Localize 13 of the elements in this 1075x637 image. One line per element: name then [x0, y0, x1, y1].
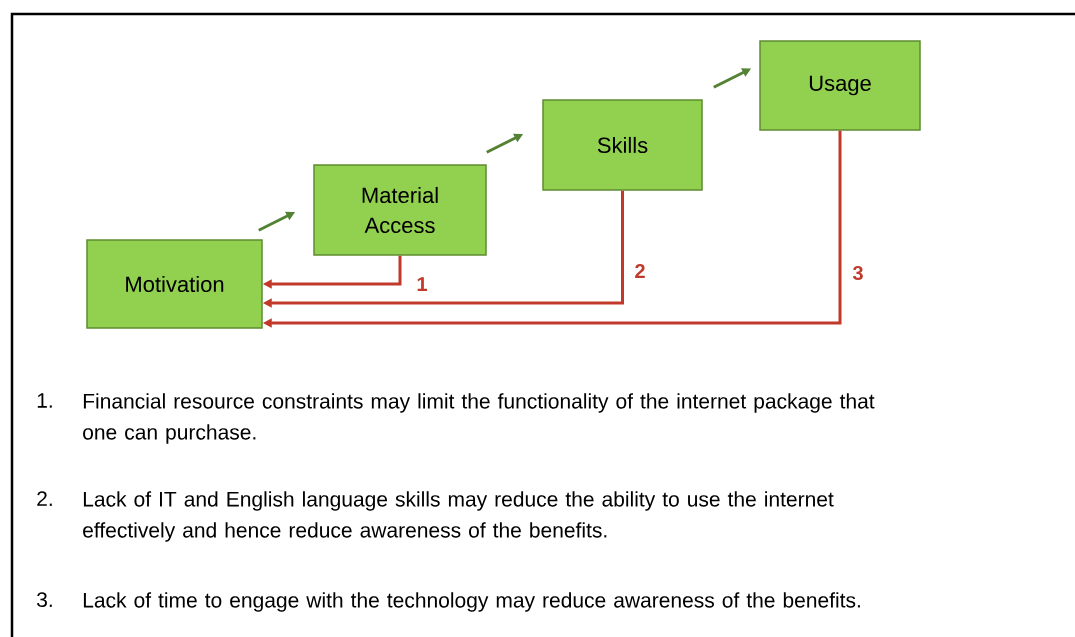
list-number: 3.	[37, 592, 52, 608]
list-number: 1.	[37, 393, 52, 408]
edge-label: 1	[417, 277, 427, 291]
edge-label: 2	[635, 264, 645, 278]
process-box: Skills	[542, 99, 703, 191]
note-text: Lack of time to engage with the technology may reduce awareness of the benefits.	[83, 592, 860, 612]
list-number: 2.	[37, 491, 52, 506]
note-text: Lack of IT and English language skills may reduce the ability to use the internet effectively and hence reduce awareness of the benefits.	[83, 491, 834, 542]
process-box: Motivation	[86, 239, 263, 329]
process-box: Usage	[759, 40, 921, 131]
note-text: Financial resource constraints may limit the functionality of the internet package that one can purchase.	[83, 393, 875, 444]
edge-label: 3	[852, 265, 863, 281]
process-box: Material Access	[313, 164, 487, 256]
